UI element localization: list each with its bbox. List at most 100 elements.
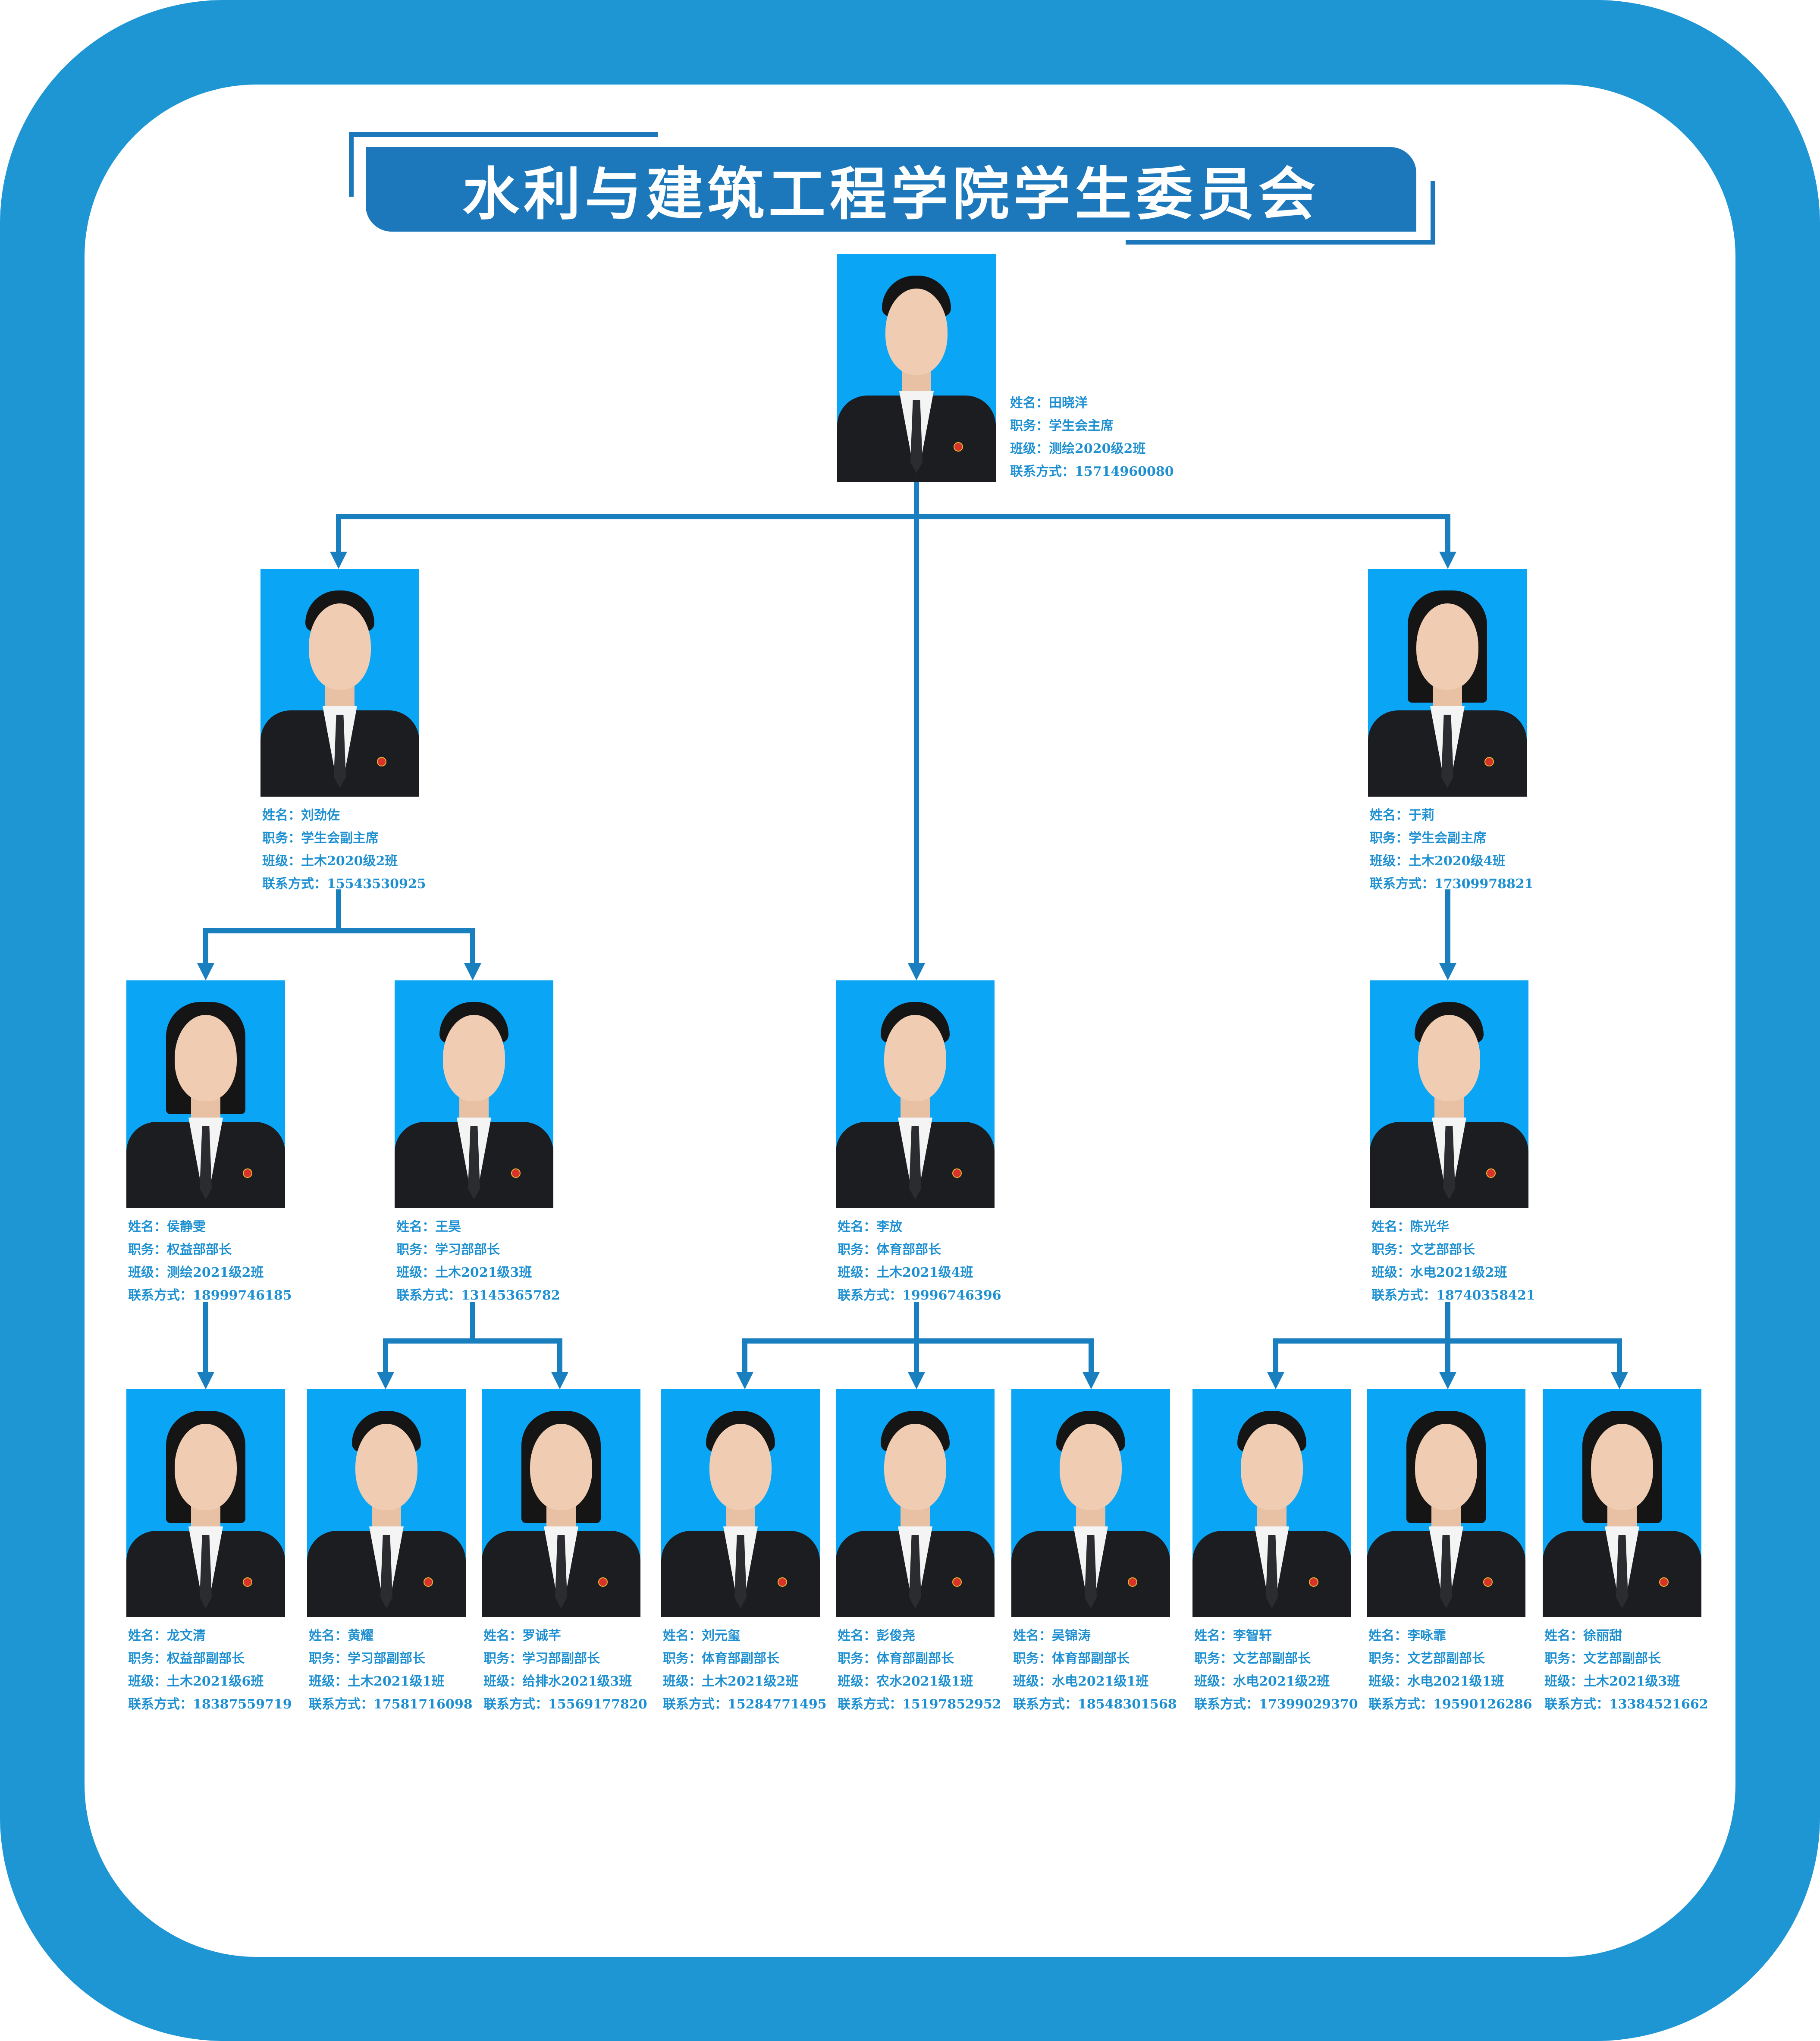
member-role: 文艺部副部长	[1233, 1651, 1311, 1666]
member-role-line: 职务：学生会主席	[1010, 414, 1174, 437]
title-bracket-bottom	[1126, 240, 1435, 245]
member-role-line: 职务：学生会副主席	[262, 827, 426, 850]
member-phone-line: 联系方式：15714960080	[1010, 460, 1174, 483]
member-photo	[1370, 980, 1528, 1208]
member-role: 文艺部副部长	[1407, 1651, 1485, 1666]
member-name-label: 姓名：	[838, 1219, 876, 1234]
member-role: 体育部副部长	[876, 1651, 954, 1666]
member-name: 龙文清	[167, 1628, 206, 1643]
member-phone-line: 联系方式：18548301568	[1013, 1693, 1177, 1716]
member-phone-label: 联系方式：	[663, 1697, 728, 1712]
member-role-label: 职务：	[309, 1651, 348, 1666]
member-role: 权益部副部长	[167, 1651, 245, 1666]
member-class: 测绘2020级2班	[1049, 441, 1146, 456]
member-role-line: 职务：学习部部长	[396, 1238, 560, 1261]
member-phone: 18999746185	[193, 1288, 292, 1303]
member-photo	[1367, 1389, 1525, 1617]
member-info: 姓名：李咏霏职务：文艺部副部长班级：水电2021级1班联系方式：19590126…	[1368, 1624, 1532, 1716]
member-role: 学生会主席	[1049, 418, 1114, 433]
member-class: 土木2021级3班	[435, 1265, 532, 1280]
member-name: 罗诚芊	[522, 1628, 561, 1643]
member-name-label: 姓名：	[1013, 1628, 1052, 1643]
member-name-line: 姓名：于莉	[1370, 804, 1534, 827]
member-phone-line: 联系方式：13384521662	[1544, 1693, 1708, 1716]
member-name: 田晓洋	[1049, 396, 1088, 411]
member-phone-label: 联系方式：	[1194, 1697, 1259, 1712]
member-role-label: 职务：	[128, 1651, 167, 1666]
member-info: 姓名：王昊职务：学习部部长班级：土木2021级3班联系方式：1314536578…	[396, 1215, 560, 1307]
member-name: 李放	[876, 1219, 902, 1234]
member-phone-label: 联系方式：	[128, 1697, 193, 1712]
member-name-line: 姓名：侯静雯	[128, 1215, 292, 1238]
member-role-label: 职务：	[838, 1242, 876, 1257]
member-name-line: 姓名：李咏霏	[1368, 1624, 1532, 1647]
member-photo	[1011, 1389, 1170, 1617]
member-role: 文艺部部长	[1410, 1242, 1475, 1257]
member-name-label: 姓名：	[1371, 1219, 1410, 1234]
member-name-line: 姓名：李智轩	[1194, 1624, 1358, 1647]
member-name-label: 姓名：	[262, 808, 301, 823]
member-class-label: 班级：	[128, 1265, 167, 1280]
member-photo	[1543, 1389, 1701, 1617]
member-photo	[836, 980, 995, 1208]
member-role-label: 职务：	[1194, 1651, 1233, 1666]
member-role-label: 职务：	[1368, 1651, 1407, 1666]
member-name: 刘元玺	[702, 1628, 741, 1643]
member-class-label: 班级：	[1194, 1674, 1233, 1689]
member-class-label: 班级：	[838, 1265, 876, 1280]
member-phone-label: 联系方式：	[1371, 1288, 1436, 1303]
member-info: 姓名：于莉职务：学生会副主席班级：土木2020级4班联系方式：173099788…	[1370, 804, 1534, 895]
member-name-line: 姓名：罗诚芊	[483, 1624, 647, 1647]
member-class: 土木2020级2班	[301, 854, 398, 869]
member-name: 王昊	[435, 1219, 461, 1234]
member-class-line: 班级：测绘2021级2班	[128, 1261, 292, 1284]
member-photo	[260, 569, 419, 797]
member-phone: 15569177820	[548, 1697, 647, 1712]
member-class-label: 班级：	[262, 854, 301, 869]
arrow-head-icon	[464, 963, 481, 980]
member-phone-line: 联系方式：13145365782	[396, 1284, 560, 1307]
member-phone-line: 联系方式：18999746185	[128, 1284, 292, 1307]
arrow-head-icon	[1083, 1372, 1100, 1389]
member-info: 姓名：田晓洋职务：学生会主席班级：测绘2020级2班联系方式：157149600…	[1010, 392, 1174, 483]
member-class-line: 班级：给排水2021级3班	[483, 1670, 647, 1693]
member-phone: 15284771495	[728, 1697, 827, 1712]
member-class: 水电2021级2班	[1410, 1265, 1507, 1280]
member-phone-line: 联系方式：18740358421	[1371, 1284, 1535, 1307]
member-info: 姓名：彭俊尧职务：体育部副部长班级：农水2021级1班联系方式：15197852…	[838, 1624, 1001, 1716]
member-phone: 19996746396	[902, 1288, 1001, 1303]
member-role-label: 职务：	[396, 1242, 435, 1257]
member-phone: 18387559719	[193, 1697, 292, 1712]
title-bracket-right	[1431, 181, 1435, 245]
member-class-label: 班级：	[483, 1674, 522, 1689]
member-class-label: 班级：	[128, 1674, 167, 1689]
member-role-label: 职务：	[262, 831, 301, 846]
member-name-label: 姓名：	[309, 1628, 348, 1643]
member-class-label: 班级：	[309, 1674, 348, 1689]
member-role-label: 职务：	[1013, 1651, 1052, 1666]
member-name-label: 姓名：	[1370, 808, 1409, 823]
arrow-head-icon	[330, 552, 347, 569]
member-phone-label: 联系方式：	[483, 1697, 548, 1712]
member-role-line: 职务：体育部副部长	[663, 1647, 827, 1670]
member-info: 姓名：刘劲佐职务：学生会副主席班级：土木2020级2班联系方式：15543530…	[262, 804, 426, 895]
member-name-line: 姓名：龙文清	[128, 1624, 292, 1647]
member-class: 土木2020级4班	[1409, 854, 1506, 869]
member-class: 水电2021级2班	[1233, 1674, 1330, 1689]
member-name-label: 姓名：	[128, 1628, 167, 1643]
member-class: 土木2021级1班	[348, 1674, 445, 1689]
member-phone-line: 联系方式：19590126286	[1368, 1693, 1532, 1716]
member-info: 姓名：徐丽甜职务：文艺部副部长班级：土木2021级3班联系方式：13384521…	[1544, 1624, 1708, 1716]
member-name-label: 姓名：	[838, 1628, 876, 1643]
member-name-label: 姓名：	[1194, 1628, 1233, 1643]
member-phone-line: 联系方式：18387559719	[128, 1693, 292, 1716]
member-role-label: 职务：	[483, 1651, 522, 1666]
title-bracket-left	[349, 132, 354, 197]
member-role: 学生会副主席	[1409, 831, 1486, 846]
member-role-label: 职务：	[128, 1242, 167, 1257]
member-class: 农水2021级1班	[876, 1674, 973, 1689]
member-phone-line: 联系方式：15197852952	[838, 1693, 1001, 1716]
member-name-line: 姓名：陈光华	[1371, 1215, 1535, 1238]
member-class-label: 班级：	[1010, 441, 1049, 456]
